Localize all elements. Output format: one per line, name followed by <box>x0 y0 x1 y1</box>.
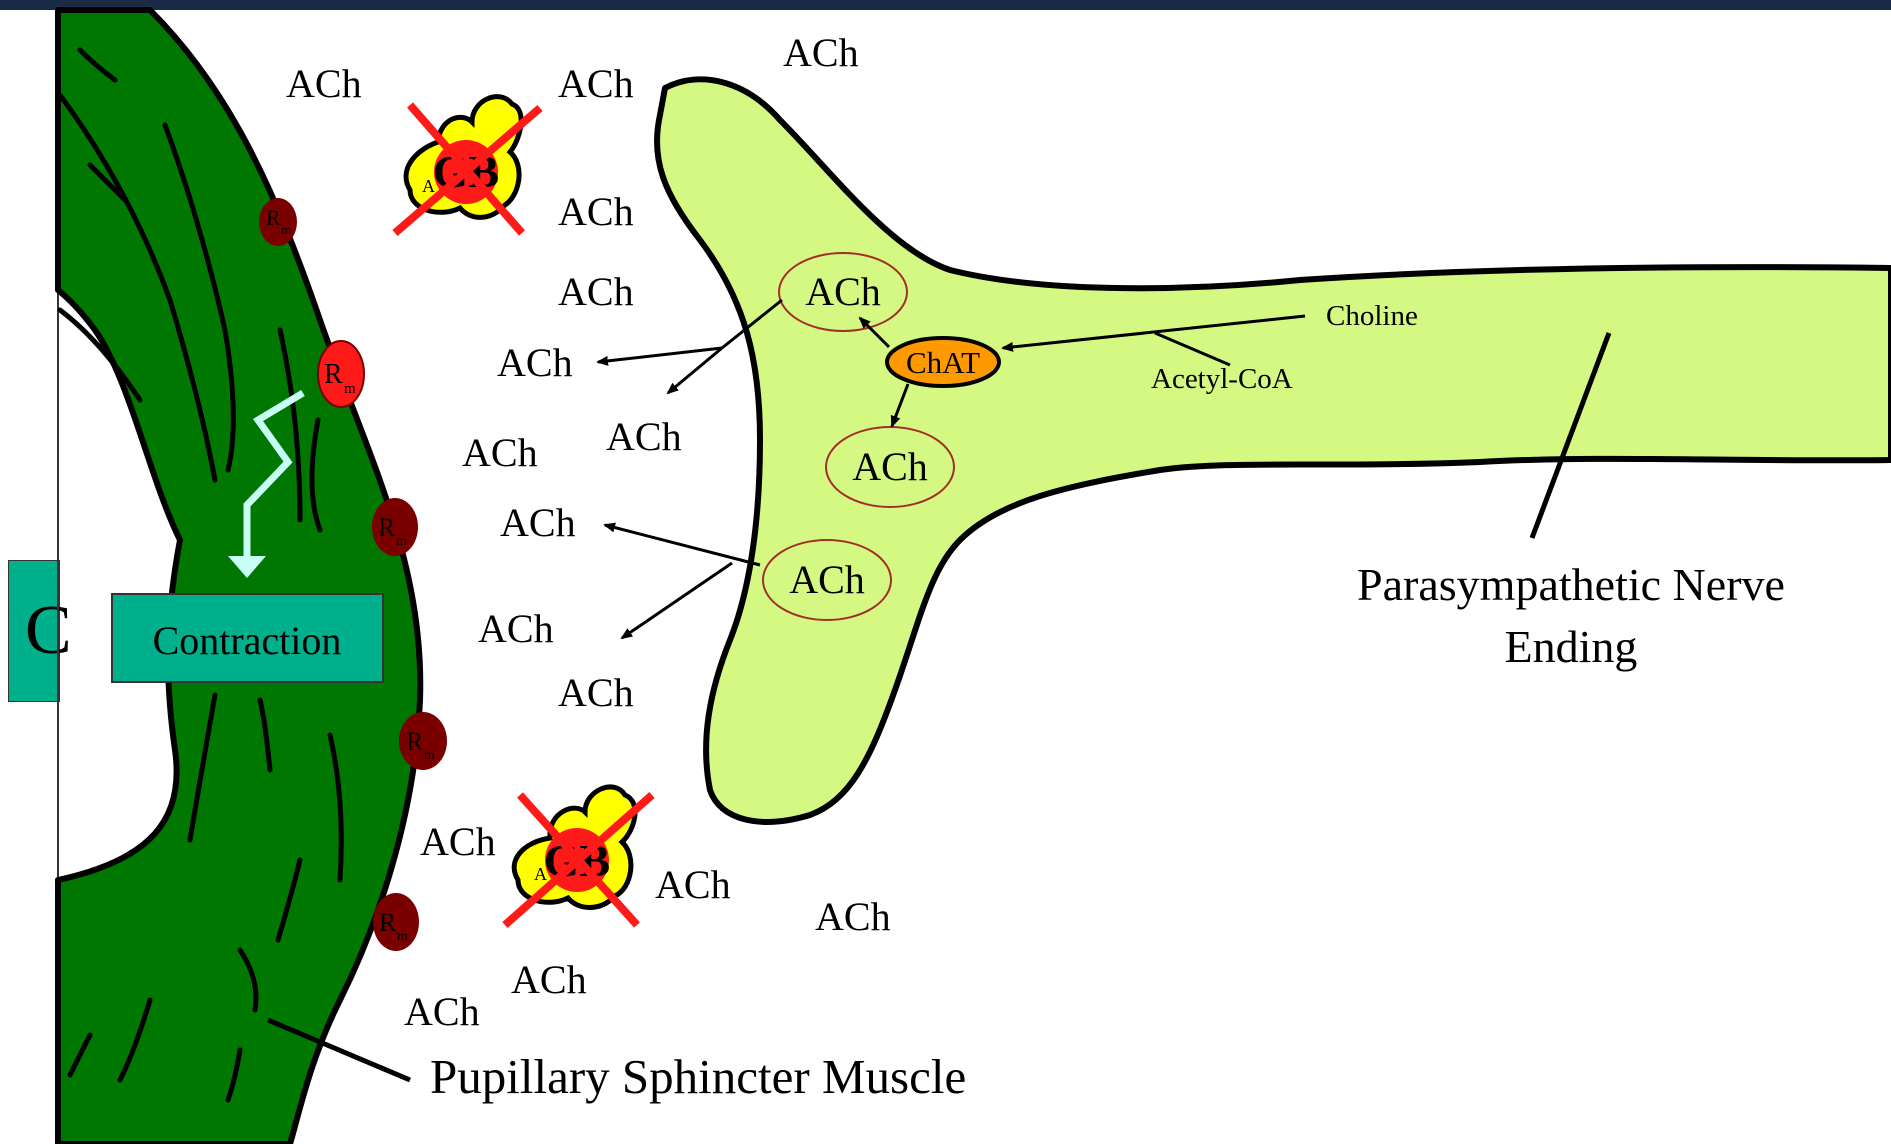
ach-label: ACh <box>558 269 634 314</box>
acetyl-coa-label: Acetyl-CoA <box>1151 363 1293 395</box>
receptor-3: R m <box>372 498 418 556</box>
ach-label: ACh <box>558 670 634 715</box>
top-bar <box>0 0 1891 10</box>
nerve-ending-label-line2: Ending <box>1505 621 1638 672</box>
receptor-5: R m <box>373 893 419 951</box>
ach-label: ACh <box>606 414 682 459</box>
receptor-1: R m <box>259 198 297 246</box>
chat-enzyme: ChAT <box>887 338 999 386</box>
receptor-sub: m <box>397 929 408 944</box>
ach-label: ACh <box>500 500 576 545</box>
choline-label: Choline <box>1326 300 1418 332</box>
ach-label: ACh <box>783 30 859 75</box>
ach-label: ACh <box>655 862 731 907</box>
receptor-label: R <box>406 727 424 756</box>
receptor-sub: m <box>424 748 435 763</box>
receptor-sub: m <box>396 534 407 549</box>
receptor-sub: m <box>344 381 356 397</box>
vesicle-ach-label: ACh <box>852 444 928 489</box>
nerve-ending-label-line1: Parasympathetic Nerve <box>1357 559 1785 610</box>
ach-label: ACh <box>462 430 538 475</box>
receptor-4: R m <box>399 712 447 770</box>
contraction-label: Contraction <box>153 618 342 663</box>
receptor-label: R <box>266 205 281 230</box>
ach-label: ACh <box>404 989 480 1034</box>
gb-blocked-bottom: GB A <box>505 787 652 925</box>
ach-label: ACh <box>558 61 634 106</box>
chat-label: ChAT <box>906 345 980 380</box>
vesicle-ach-label: ACh <box>789 557 865 602</box>
parasympathetic-nerve-ending-body <box>657 79 1891 822</box>
receptor-label: R <box>378 513 396 542</box>
receptor-label: R <box>379 908 397 937</box>
muscle-label: Pupillary Sphincter Muscle <box>430 1049 966 1104</box>
ach-label: ACh <box>815 894 891 939</box>
gb-blocked-top: GB A <box>395 97 540 233</box>
ach-label: ACh <box>478 606 554 651</box>
ach-label: ACh <box>558 189 634 234</box>
gb-sub: A <box>534 864 547 884</box>
ach-label: ACh <box>420 819 496 864</box>
receptor-2-active: R m <box>318 341 364 407</box>
ach-label: ACh <box>286 61 362 106</box>
ach-label: ACh <box>511 957 587 1002</box>
vesicle-ach-label: ACh <box>805 269 881 314</box>
receptor-label: R <box>324 359 343 390</box>
gb-sub: A <box>422 176 435 196</box>
receptor-sub: m <box>281 222 291 237</box>
ach-label: ACh <box>497 340 573 385</box>
